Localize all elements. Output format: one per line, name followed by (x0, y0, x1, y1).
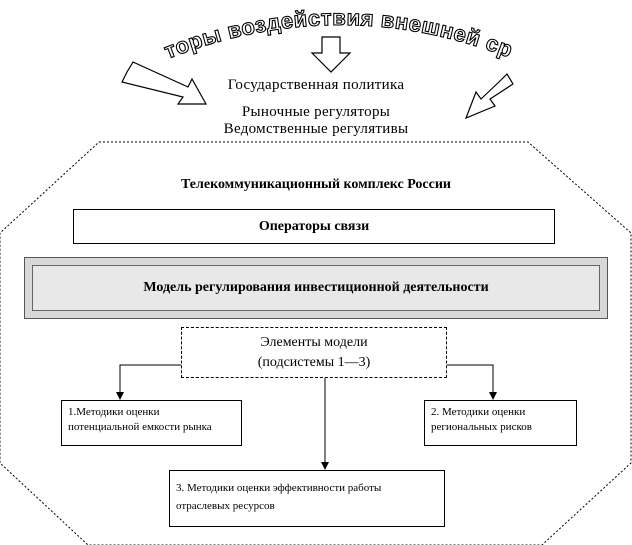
method-resource-efficiency-line2: отраслевых ресурсов (176, 500, 275, 512)
method-market-capacity-line1: 1.Методики оценки (68, 406, 160, 418)
method-market-capacity-box: 1.Методики оценки потенциальной емкости … (61, 400, 242, 446)
arrow-left-down-icon (464, 73, 514, 120)
method-regional-risks-line1: 2. Методики оценки (431, 406, 526, 418)
connector-arrowheads (116, 392, 497, 470)
model-box: Модель регулирования инвестиционной деят… (24, 257, 608, 319)
external-factor-state-policy: Государственная политика (227, 77, 405, 93)
model-label: Модель регулирования инвестиционной деят… (143, 280, 489, 295)
external-factors-title: Факторы воздействия внешней среды (0, 0, 516, 64)
connectors (119, 364, 494, 463)
operators-label: Операторы связи (258, 218, 370, 234)
method-resource-efficiency-line1: 3. Методики оценки эффективности работы (176, 482, 382, 494)
external-factor-market-regulators: Рыночные регуляторы (241, 104, 391, 120)
method-regional-risks-line2: региональных рисков (431, 421, 532, 433)
method-market-capacity-line2: потенциальной емкости рынка (68, 421, 212, 433)
model-elements-subsystems: (подсистемы 1—3) (257, 354, 371, 370)
complex-title: Телекоммуникационный комплекс России (180, 177, 451, 192)
method-regional-risks-box: 2. Методики оценки региональных рисков (424, 400, 577, 446)
external-factor-departmental-regulations: Ведомственные регулятивы (223, 121, 409, 137)
model-box-inner: Модель регулирования инвестиционной деят… (32, 265, 600, 311)
arrow-right-down-icon (121, 61, 208, 105)
operators-box: Операторы связи (73, 209, 555, 244)
arrow-down-icon (310, 36, 352, 73)
model-elements-label: Элементы модели (260, 334, 368, 350)
method-resource-efficiency-box: 3. Методики оценки эффективности работы … (169, 470, 445, 527)
model-elements-box: Элементы модели (подсистемы 1—3) (181, 327, 447, 378)
